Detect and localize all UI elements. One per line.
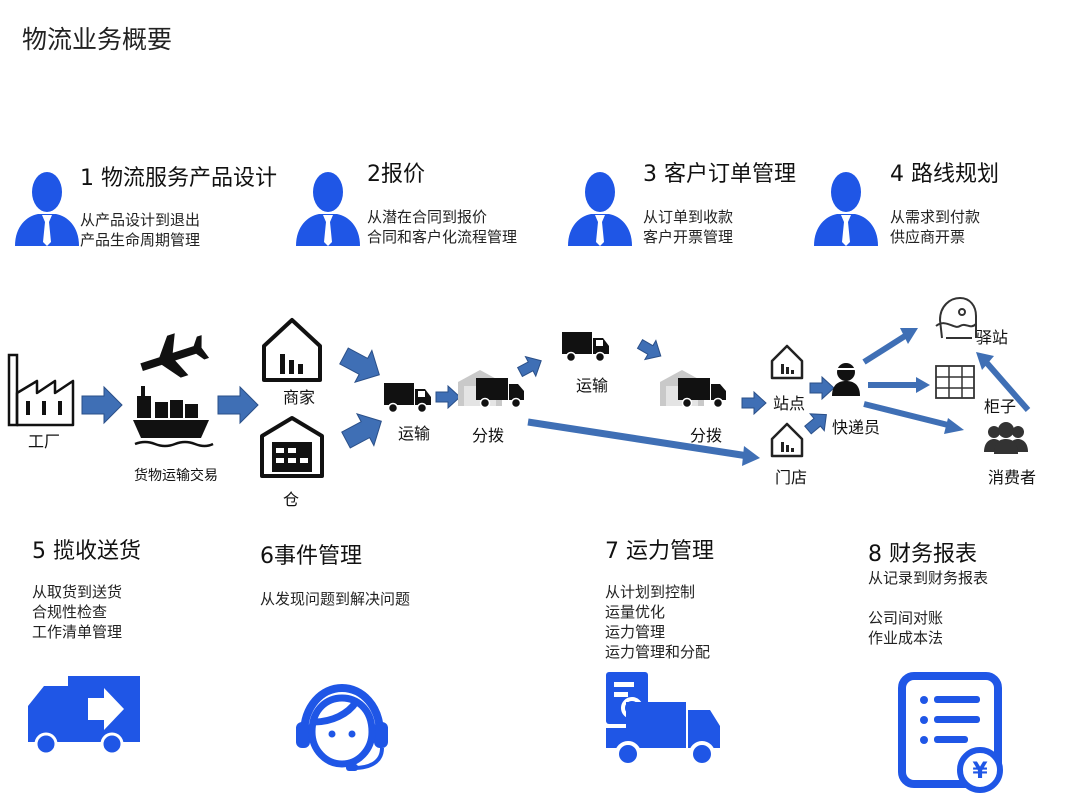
finance-report-icon: ¥ xyxy=(898,672,1003,793)
label-station: 站点 xyxy=(773,394,806,413)
section-2-line-1: 从潜在合同到报价 xyxy=(367,208,488,226)
label-locker: 柜子 xyxy=(984,397,1017,416)
section-5-desc: 从取货到送货 合规性检查 工作清单管理 xyxy=(32,582,122,642)
section-3-desc: 从订单到收款 客户开票管理 xyxy=(643,207,733,247)
section-8-title: 8 财务报表 xyxy=(868,542,977,567)
section-5-line-3: 工作清单管理 xyxy=(32,623,123,641)
section-3-line-2: 客户开票管理 xyxy=(643,228,734,246)
delivery-truck-icon xyxy=(28,676,140,756)
section-6-line-1: 从发现问题到解决问题 xyxy=(260,590,411,608)
arrow-courier-to-consumer xyxy=(944,418,964,434)
section-4-line-1: 从需求到付款 xyxy=(890,208,981,226)
label-courier: 快递员 xyxy=(832,418,881,437)
section-3-line-1: 从订单到收款 xyxy=(643,208,734,226)
section-2-desc: 从潜在合同到报价 合同和客户化流程管理 xyxy=(367,207,517,247)
section-2-line-2: 合同和客户化流程管理 xyxy=(367,228,518,246)
label-consumer: 消费者 xyxy=(988,468,1037,487)
section-1-line-1: 从产品设计到退出 xyxy=(80,211,201,229)
section-3-title: 3 客户订单管理 xyxy=(643,162,796,187)
section-8-line-3: 公司间对账 xyxy=(868,609,944,627)
svg-text:¥: ¥ xyxy=(972,759,988,784)
section-4-title: 4 路线规划 xyxy=(890,162,999,187)
section-7-line-2: 运量优化 xyxy=(605,603,666,621)
cargo-ship-icon xyxy=(133,386,214,448)
section-6-desc: 从发现问题到解决问题 xyxy=(260,589,410,609)
section-8-desc: 从记录到财务报表 公司间对账 作业成本法 xyxy=(868,568,988,648)
section-5-title: 5 揽收送货 xyxy=(32,539,141,564)
section-4-line-2: 供应商开票 xyxy=(890,228,966,246)
label-transport-1: 运输 xyxy=(398,424,431,443)
label-store: 门店 xyxy=(775,468,808,487)
section-7-desc: 从计划到控制 运量优化 运力管理 运力管理和分配 xyxy=(605,582,710,662)
arrow-sort-to-store xyxy=(742,446,760,466)
section-1-title: 1 物流服务产品设计 xyxy=(80,166,277,191)
label-sort-1: 分拨 xyxy=(472,426,505,445)
arrow-courier-to-post xyxy=(900,328,918,344)
factory-icon xyxy=(7,353,75,427)
warehouse-icon xyxy=(260,416,324,478)
section-7-line-1: 从计划到控制 xyxy=(605,583,696,601)
label-warehouse: 仓 xyxy=(283,490,300,509)
arrow-consumer-to-post xyxy=(976,352,994,370)
arrow-courier-to-locker xyxy=(916,377,930,393)
section-8-line-1: 从记录到财务报表 xyxy=(868,569,989,587)
truck-search-icon xyxy=(606,672,720,767)
label-merchant: 商家 xyxy=(283,388,316,407)
label-trade: 货物运输交易 xyxy=(134,468,218,484)
section-1-line-2: 产品生命周期管理 xyxy=(80,231,201,249)
label-sort-2: 分拨 xyxy=(690,426,723,445)
section-1-desc: 从产品设计到退出 产品生命周期管理 xyxy=(80,210,200,250)
courier-icon xyxy=(832,363,860,396)
section-5-line-2: 合规性检查 xyxy=(32,603,108,621)
merchant-house-icon xyxy=(262,318,322,382)
section-7-title: 7 运力管理 xyxy=(605,539,714,564)
label-factory: 工厂 xyxy=(28,432,61,451)
page-title: 物流业务概要 xyxy=(22,25,173,54)
section-5-line-1: 从取货到送货 xyxy=(32,583,123,601)
airplane-icon xyxy=(140,333,210,378)
headset-agent-icon xyxy=(296,683,388,771)
section-4-desc: 从需求到付款 供应商开票 xyxy=(890,207,980,247)
post-station-icon xyxy=(935,296,977,339)
locker-icon xyxy=(935,365,975,399)
section-2-title: 2报价 xyxy=(367,162,425,187)
section-6-title: 6事件管理 xyxy=(260,544,362,569)
label-post: 驿站 xyxy=(976,328,1009,347)
consumer-group-icon xyxy=(984,422,1028,454)
section-8-line-4: 作业成本法 xyxy=(868,629,944,647)
section-7-line-3: 运力管理 xyxy=(605,623,666,641)
section-7-line-4: 运力管理和分配 xyxy=(605,643,711,661)
label-transport-2: 运输 xyxy=(576,376,609,395)
